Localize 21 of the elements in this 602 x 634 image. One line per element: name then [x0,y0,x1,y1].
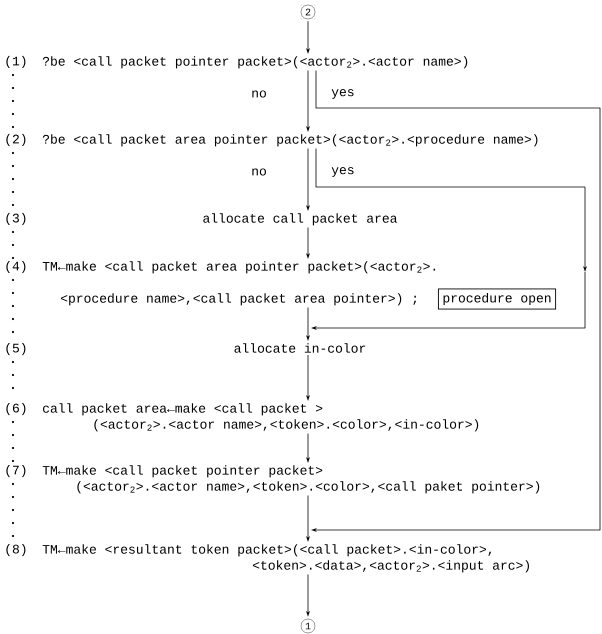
statement-text: ?be <call packet pointer packet>(<actor$_{2}$>.<actor name>) [42,56,468,68]
statement-text: allocate call packet area [203,213,398,226]
step-number: (1) [6,56,26,68]
step-number: (5) [6,342,26,356]
step-number: (8) [6,544,26,556]
step-number: (4) [6,260,26,274]
edge-label: yes [332,167,354,177]
step-number: (7) [6,464,26,478]
step-number: (3) [6,212,26,226]
statement-text: TM←make <resultant token packet>(<call packet>.<in-color>, <token>.<data>,<actor$_{2}$>.<input arc>) [42,544,529,572]
procedure-box: procedure open [438,288,556,310]
statement-text: ?be <call packet area pointer packet>(<actor$_{2}$>.<procedure name>) [42,134,538,146]
edge-label: no [252,168,266,176]
edge-label: no [252,90,266,98]
statement-text: call packet area←make <call packet > (<actor$_{2}$>.<actor name>,<token>.<color>,<in-color>) [43,403,478,432]
step-number: (2) [6,134,26,146]
step-number: (6) [6,402,26,416]
statement-text: TM←make <call packet area pointer packet>(<actor$_{2}$>. <procedure name>,<call packet area pointer>) ; [42,261,436,306]
statement-text: TM←make <call packet pointer packet> (<actor$_{2}$>.<actor name>,<token>.<color>,<call paket pointer>) [42,465,540,494]
statement-text: allocate in-color [234,343,366,353]
edge-label: yes [332,89,354,99]
